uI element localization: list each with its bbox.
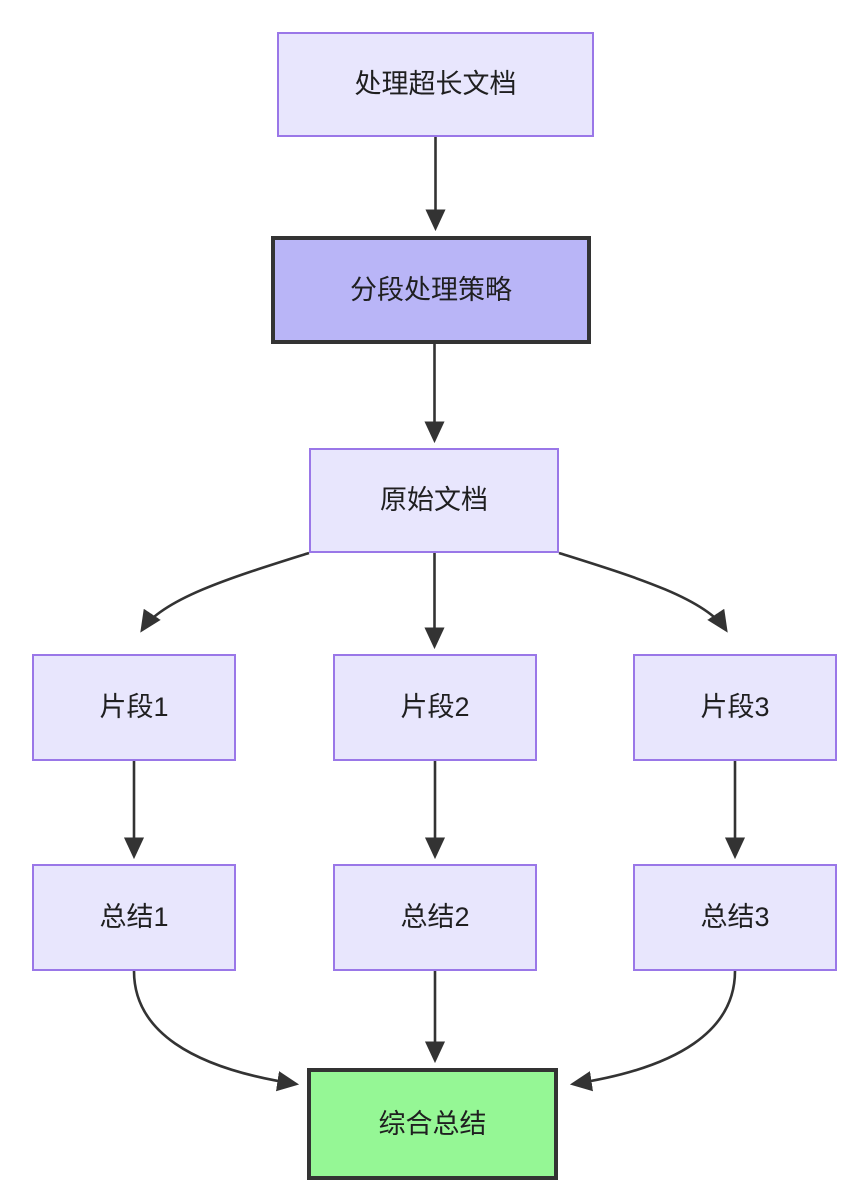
node-label: 片段2	[400, 692, 470, 723]
node-label: 总结3	[700, 902, 770, 933]
node-label: 分段处理策略	[350, 274, 512, 305]
node-process-long-document[interactable]: 处理超长文档	[277, 32, 594, 137]
node-label: 总结1	[99, 902, 169, 933]
edge-n3-n4	[140, 551, 310, 633]
node-final-summary[interactable]: 综合总结	[307, 1068, 558, 1180]
edge-n3-n6	[558, 551, 728, 633]
node-label: 片段3	[700, 692, 770, 723]
node-label: 总结2	[400, 902, 470, 933]
node-label: 原始文档	[380, 485, 488, 516]
node-label: 综合总结	[378, 1108, 487, 1139]
node-original-document[interactable]: 原始文档	[309, 448, 559, 553]
node-fragment-1[interactable]: 片段1	[32, 654, 236, 761]
node-fragment-2[interactable]: 片段2	[333, 654, 537, 761]
edge-n9-n10	[569, 970, 737, 1092]
node-summary-3[interactable]: 总结3	[633, 864, 837, 971]
node-fragment-3[interactable]: 片段3	[633, 654, 837, 761]
node-summary-2[interactable]: 总结2	[333, 864, 537, 971]
node-label: 片段1	[99, 692, 169, 723]
node-chunking-strategy[interactable]: 分段处理策略	[271, 236, 591, 344]
node-summary-1[interactable]: 总结1	[32, 864, 236, 971]
node-label: 处理超长文档	[354, 69, 517, 100]
edge-n7-n10	[132, 970, 300, 1092]
